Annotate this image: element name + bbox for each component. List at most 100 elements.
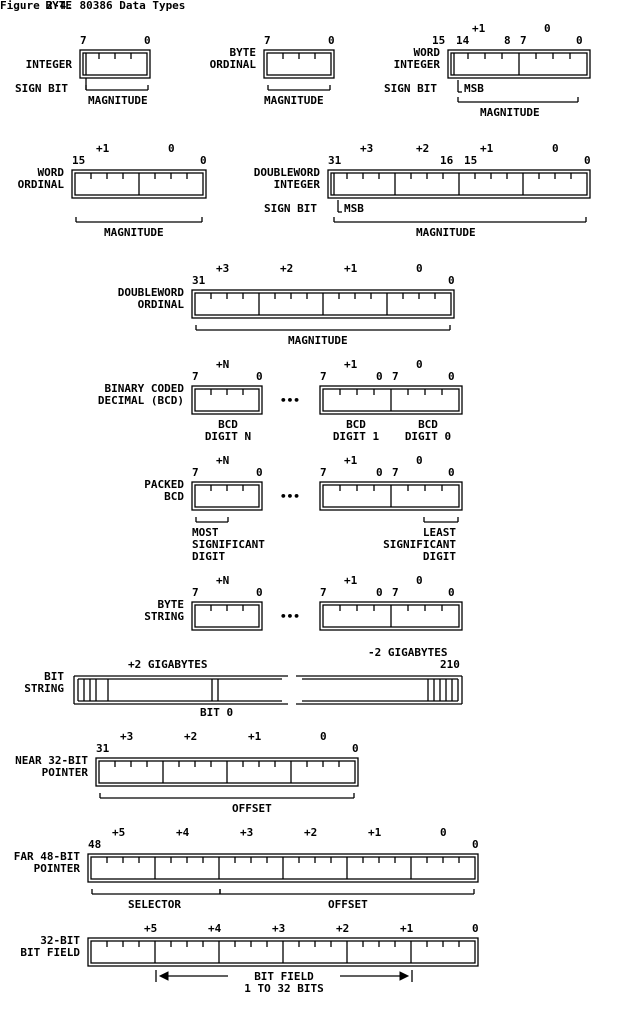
dword-ordinal-name-line1: DOUBLEWORD bbox=[117, 286, 184, 299]
bcd-offset-0: 0 bbox=[416, 358, 423, 371]
word-ordinal-offset-lo: 0 bbox=[168, 142, 175, 155]
bit-field-name-line1: 32-BIT bbox=[40, 934, 80, 947]
far-pointer-offset-2: +2 bbox=[304, 826, 318, 839]
bcd-offset-n: +N bbox=[216, 358, 230, 371]
dword-integer-bit-0: 0 bbox=[584, 154, 591, 167]
word-integer-box-outer bbox=[447, 49, 591, 79]
byte-string-offset-1: +1 bbox=[344, 574, 358, 587]
bit-field-field-line1: BIT FIELD bbox=[228, 971, 340, 983]
far-pointer-offset-4: +4 bbox=[176, 826, 190, 839]
packed-bcd-msd-box-outer bbox=[191, 481, 263, 511]
packed-bcd-lsd-box-outer bbox=[319, 481, 463, 511]
bcd-bit-0-1: 0 bbox=[376, 370, 383, 383]
byte-integer-box-outer bbox=[79, 49, 151, 79]
far-pointer-box-outer bbox=[87, 853, 479, 883]
byte-integer-sign-bit: SIGN BIT bbox=[15, 82, 68, 95]
bcd-digit-0-line2: DIGIT 0 bbox=[404, 430, 452, 443]
bit-string-plus-2gb: +2 GIGABYTES bbox=[128, 658, 208, 671]
bcd-offset-1: +1 bbox=[344, 358, 358, 371]
word-integer-bit-8: 8 bbox=[504, 34, 511, 47]
byte-string-bit-7-n: 7 bbox=[192, 586, 199, 599]
far-pointer-offset-label: OFFSET bbox=[328, 898, 368, 911]
byte-ordinal-name-line2: ORDINAL bbox=[209, 58, 256, 71]
word-ordinal-magnitude: MAGNITUDE bbox=[104, 226, 164, 239]
packed-bcd-most-line1: MOST bbox=[192, 526, 219, 539]
byte-integer-bit-lo: 0 bbox=[144, 34, 151, 47]
bit-string-minus-2gb: -2 GIGABYTES bbox=[368, 646, 448, 659]
packed-bcd-bit-0-1: 0 bbox=[376, 466, 383, 479]
packed-bcd-bit-7-1: 7 bbox=[320, 466, 327, 479]
byte-string-name-line2: STRING bbox=[144, 610, 184, 623]
bcd-bit-0-n: 0 bbox=[256, 370, 263, 383]
packed-bcd-bit-7-0: 7 bbox=[392, 466, 399, 479]
byte-ordinal-bit-hi: 7 bbox=[264, 34, 271, 47]
bcd-bit-7-1: 7 bbox=[320, 370, 327, 383]
bit-field-offset-3: +3 bbox=[272, 922, 286, 935]
byte-ordinal-magnitude: MAGNITUDE bbox=[264, 94, 324, 107]
far-pointer-bit-hi: 48 bbox=[88, 838, 102, 851]
word-integer-offset-lo: 0 bbox=[544, 22, 551, 35]
word-ordinal-box-outer bbox=[71, 169, 207, 199]
word-integer-bit-15: 15 bbox=[432, 34, 446, 47]
packed-bcd-offset-n: +N bbox=[216, 454, 230, 467]
word-ordinal-bit-lo: 0 bbox=[200, 154, 207, 167]
dword-integer-msb: MSB bbox=[344, 202, 364, 215]
bit-field-offset-2: +2 bbox=[336, 922, 350, 935]
word-integer-bit-7: 7 bbox=[520, 34, 527, 47]
byte-string-n-box-outer bbox=[191, 601, 263, 631]
bit-string-bit-0: BIT 0 bbox=[200, 706, 234, 719]
packed-bcd-least-line2: SIGNIFICANT bbox=[383, 538, 456, 551]
byte-string-bit-7-0: 7 bbox=[392, 586, 399, 599]
packed-bcd-ellipsis: ••• bbox=[280, 490, 300, 503]
byte-string-bit-0-n: 0 bbox=[256, 586, 263, 599]
near-pointer-name-line2: POINTER bbox=[41, 766, 88, 779]
packed-bcd-most-line2: SIGNIFICANT bbox=[192, 538, 265, 551]
dword-integer-offset-1: +1 bbox=[480, 142, 494, 155]
far-pointer-name-line1: FAR 48-BIT bbox=[13, 850, 80, 863]
near-pointer-box-outer bbox=[95, 757, 359, 787]
bit-field-arrow-left-head bbox=[158, 971, 169, 981]
near-pointer-offset-3: +3 bbox=[120, 730, 134, 743]
bit-string-bits-210: 210 bbox=[440, 658, 460, 671]
bcd-digit-1-line1: BCD bbox=[346, 418, 366, 431]
near-pointer-offset-label: OFFSET bbox=[232, 802, 272, 815]
near-pointer-offset-2: +2 bbox=[184, 730, 198, 743]
word-ordinal-offset-hi: +1 bbox=[96, 142, 110, 155]
bit-field-name-line2: BIT FIELD bbox=[20, 946, 80, 959]
far-pointer-offset-0: 0 bbox=[440, 826, 447, 839]
packed-bcd-most-line3: DIGIT bbox=[192, 550, 226, 563]
bit-string-name-line1: BIT bbox=[44, 670, 64, 683]
dword-integer-name-line1: DOUBLEWORD bbox=[253, 166, 320, 179]
packed-bcd-offset-1: +1 bbox=[344, 454, 358, 467]
byte-string-1-0-box-outer bbox=[319, 601, 463, 631]
bit-field-offset-1: +1 bbox=[400, 922, 414, 935]
byte-string-offset-0: 0 bbox=[416, 574, 423, 587]
bit-field-arrow-right-head bbox=[399, 971, 410, 981]
byte-string-offset-n: +N bbox=[216, 574, 230, 587]
dword-ordinal-bit-hi: 31 bbox=[192, 274, 206, 287]
far-pointer-offset-5: +5 bbox=[112, 826, 126, 839]
word-integer-name-line1: WORD bbox=[413, 46, 441, 59]
dword-ordinal-offset-1: +1 bbox=[344, 262, 358, 275]
byte-string-ellipsis: ••• bbox=[280, 610, 300, 623]
byte-integer-bit-hi: 7 bbox=[80, 34, 87, 47]
dword-integer-bit-15: 15 bbox=[464, 154, 478, 167]
bcd-digit-1-0-box-outer bbox=[319, 385, 463, 415]
dword-ordinal-offset-3: +3 bbox=[216, 262, 230, 275]
dword-integer-box-outer bbox=[327, 169, 591, 199]
word-integer-bit-0: 0 bbox=[576, 34, 583, 47]
word-integer-offset-hi: +1 bbox=[472, 22, 486, 35]
dword-ordinal-box-outer bbox=[191, 289, 455, 319]
dword-ordinal-offset-0: 0 bbox=[416, 262, 423, 275]
near-pointer-offset-1: +1 bbox=[248, 730, 262, 743]
word-ordinal-bit-hi: 15 bbox=[72, 154, 86, 167]
packed-bcd-least-line3: DIGIT bbox=[422, 550, 456, 563]
packed-bcd-name-line1: PACKED bbox=[144, 478, 184, 491]
dword-integer-name-line2: INTEGER bbox=[273, 178, 320, 191]
far-pointer-offset-1: +1 bbox=[368, 826, 382, 839]
near-pointer-bit-hi: 31 bbox=[96, 742, 110, 755]
word-integer-bit-14: 14 bbox=[456, 34, 470, 47]
bcd-name-line1: BINARY CODED bbox=[104, 382, 184, 395]
packed-bcd-bit-0-0: 0 bbox=[448, 466, 455, 479]
